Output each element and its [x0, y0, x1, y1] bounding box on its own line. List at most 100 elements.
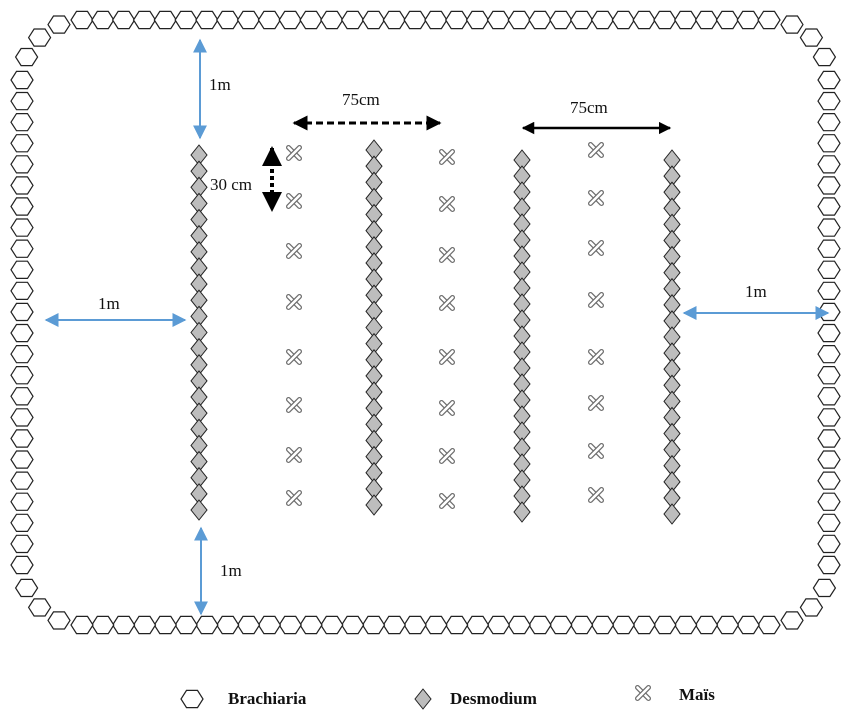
hexagon-icon: [653, 10, 677, 30]
legend-mais-label: Maïs: [679, 685, 715, 704]
hexagon-icon: [817, 387, 841, 406]
hexagon-icon: [10, 281, 34, 300]
hexagon-icon: [715, 615, 740, 635]
hexagon-icon: [817, 471, 841, 490]
hexagon-icon: [817, 281, 841, 300]
hexagon-icon: [736, 10, 760, 30]
hexagon-icon: [278, 10, 302, 30]
hexagon-icon: [817, 366, 841, 385]
hexagon-icon: [424, 615, 448, 635]
hexagon-icon: [817, 134, 841, 153]
hexagon-icon: [817, 492, 841, 511]
hexagon-icon: [27, 28, 52, 47]
hexagon-icon: [382, 10, 407, 30]
cross-icon: [439, 400, 455, 416]
hexagon-icon: [549, 615, 573, 635]
hexagon-icon: [320, 615, 344, 635]
hexagon-icon: [486, 10, 511, 30]
cross-icon: [286, 243, 302, 259]
hexagon-icon: [817, 450, 841, 469]
brachiaria-border: [10, 10, 841, 635]
hexagon-icon: [817, 155, 841, 174]
hexagon-icon: [780, 15, 804, 34]
hexagon-icon: [91, 10, 115, 30]
hexagon-icon: [673, 10, 698, 30]
hexagon-icon: [817, 112, 841, 132]
cross-icon: [286, 349, 302, 365]
hexagon-icon: [817, 239, 841, 258]
cross-icon: [439, 448, 455, 464]
hexagon-icon: [590, 615, 615, 635]
cross-icon: [439, 295, 455, 311]
hexagon-icon: [465, 10, 490, 30]
hexagon-icon: [817, 197, 841, 216]
hexagon-icon: [465, 615, 490, 635]
hexagon-icon: [215, 615, 240, 635]
hexagon-icon: [174, 10, 198, 30]
hexagon-icon: [340, 10, 365, 30]
cross-icon: [588, 292, 604, 308]
hexagon-icon: [799, 598, 824, 617]
diamond-icon: [513, 501, 531, 523]
hexagon-icon: [812, 47, 837, 67]
legend-hexagon-icon: [180, 689, 204, 709]
cross-icon: [439, 247, 455, 263]
hexagon-icon: [111, 615, 136, 635]
hexagon-icon: [236, 10, 261, 30]
hexagon-icon: [195, 10, 219, 30]
hexagon-icon: [817, 534, 841, 554]
hexagon-icon: [569, 10, 594, 30]
plant-rows: [190, 139, 681, 525]
hexagon-icon: [361, 10, 386, 30]
hexagon-icon: [817, 513, 841, 533]
hexagon-icon: [817, 323, 841, 343]
cross-icon: [286, 294, 302, 310]
hexagon-icon: [817, 70, 841, 90]
hexagon-icon: [111, 10, 136, 30]
hexagon-icon: [812, 578, 837, 598]
hexagon-icon: [10, 91, 34, 111]
cross-icon: [286, 193, 302, 209]
hexagon-icon: [10, 345, 34, 364]
diamond-icon: [365, 494, 383, 516]
diamond-icon: [190, 499, 208, 521]
cross-icon: [439, 149, 455, 165]
hexagon-icon: [507, 615, 531, 635]
legend-desmodium-label: Desmodium: [450, 689, 537, 708]
row-spacing-label-left: 75cm: [342, 90, 380, 109]
cross-icon: [286, 397, 302, 413]
hexagon-icon: [507, 10, 531, 30]
cross-icon: [588, 349, 604, 365]
hexagon-icon: [444, 10, 469, 30]
hexagon-icon: [694, 10, 719, 30]
hexagon-icon: [817, 218, 841, 237]
hexagon-icon: [320, 10, 344, 30]
hexagon-icon: [757, 10, 781, 30]
hexagon-icon: [817, 345, 841, 364]
hexagon-icon: [132, 10, 157, 30]
hexagon-icon: [195, 615, 219, 635]
hexagon-icon: [10, 155, 34, 174]
hexagon-icon: [528, 615, 552, 635]
hexagon-icon: [153, 615, 178, 635]
hexagon-icon: [10, 197, 34, 216]
hexagon-icon: [780, 611, 804, 630]
hexagon-icon: [14, 47, 39, 67]
hexagon-icon: [799, 28, 824, 47]
cross-icon: [588, 190, 604, 206]
cross-icon: [588, 443, 604, 459]
hexagon-icon: [132, 615, 157, 635]
cross-icon: [588, 395, 604, 411]
hexagon-icon: [257, 10, 282, 30]
hexagon-icon: [10, 112, 34, 132]
hexagon-icon: [817, 260, 841, 279]
hexagon-icon: [340, 615, 365, 635]
hexagon-icon: [174, 615, 198, 635]
hexagon-icon: [10, 239, 34, 258]
hexagon-icon: [361, 615, 386, 635]
hexagon-icon: [47, 611, 71, 630]
cross-icon: [439, 493, 455, 509]
hexagon-icon: [10, 513, 34, 533]
hexagon-icon: [10, 70, 34, 90]
legend-brachiaria-label: Brachiaria: [228, 689, 307, 708]
